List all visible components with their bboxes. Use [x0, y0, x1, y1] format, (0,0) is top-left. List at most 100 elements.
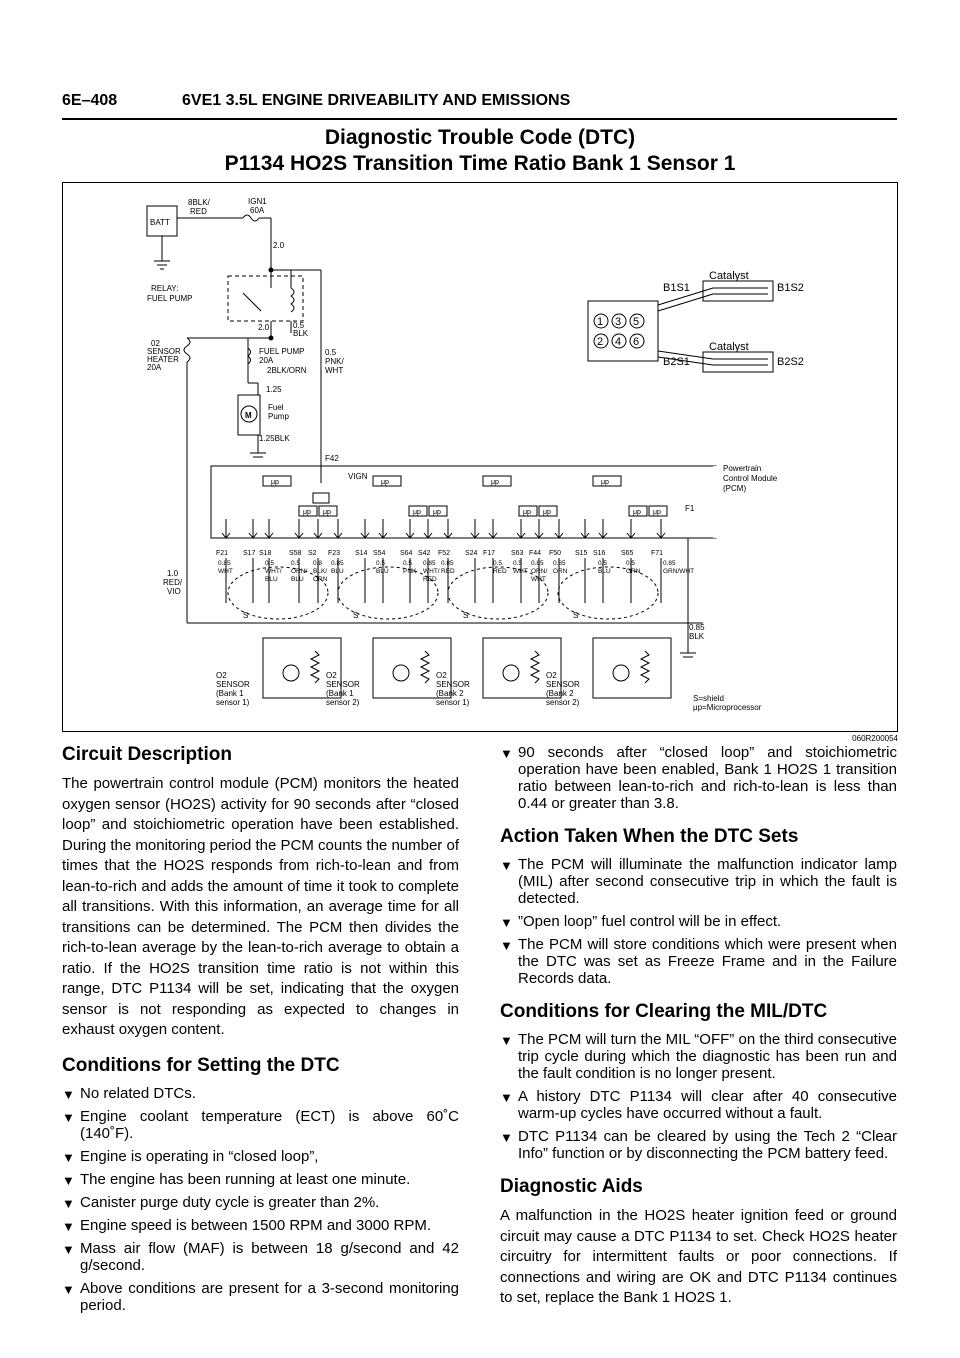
- pin-arrow: [584, 532, 590, 539]
- wire-label: WHT: [531, 576, 546, 583]
- o2-heater-element: [309, 650, 321, 684]
- o2-sensor-label: (Bank 2: [436, 689, 464, 698]
- wire-label: 0.85: [553, 560, 566, 567]
- pin-arrow: [516, 532, 522, 539]
- section-title: 6VE1 3.5L ENGINE DRIVEABILITY AND EMISSI…: [182, 92, 571, 109]
- microprocessor-label: μp: [543, 509, 551, 516]
- vign-label: VIGN: [348, 472, 368, 481]
- list-item: Above conditions are present for a 3-sec…: [62, 1280, 459, 1314]
- page-header: 6E–408 6VE1 3.5L ENGINE DRIVEABILITY AND…: [62, 92, 897, 120]
- microprocessor-box: [428, 505, 448, 517]
- pcm-label: (PCM): [723, 484, 746, 493]
- pin-arrow: [317, 532, 323, 539]
- relay-label: FUEL PUMP: [147, 294, 193, 303]
- list-item: The PCM will turn the MIL “OFF” on the t…: [500, 1031, 897, 1082]
- cylinder-label: 6: [633, 336, 639, 348]
- list-item: Canister purge duty cycle is greater tha…: [62, 1194, 459, 1212]
- pin-arrow: [474, 532, 480, 539]
- setting-conditions-list: No related DTCs. Engine coolant temperat…: [62, 1085, 459, 1314]
- pin-arrow: [656, 532, 662, 539]
- microprocessor-label: μp: [601, 479, 609, 486]
- microprocessor-label: μp: [303, 509, 311, 516]
- ign1-fuse: [242, 214, 260, 222]
- wire-label: WHT/: [423, 568, 440, 575]
- wire-label: 0.5: [513, 560, 522, 567]
- diagnostic-aids-heading: Diagnostic Aids: [500, 1176, 643, 1197]
- wire-label: BLK/: [313, 568, 327, 575]
- o2-sensor-label: SENSOR: [546, 680, 580, 689]
- wire-label: BLU: [598, 568, 611, 575]
- microprocessor-box: [372, 475, 402, 487]
- wire-label: 0.5: [325, 348, 337, 357]
- batt-label: BATT: [150, 218, 170, 227]
- wire-label: WHT: [218, 568, 233, 575]
- pin-label: S14: [355, 550, 368, 557]
- fuel-pump-relay: [227, 275, 304, 322]
- o2-heater-label: 20A: [147, 363, 162, 372]
- microprocessor-label: μp: [323, 509, 331, 516]
- pin-arrow: [427, 532, 433, 539]
- microprocessor-label: μp: [491, 479, 499, 486]
- pin-label: F44: [529, 550, 541, 557]
- pin-arrow: [520, 532, 526, 539]
- pin-arrow: [382, 532, 388, 539]
- pin-arrow: [378, 532, 384, 539]
- cylinder-label: 4: [615, 336, 621, 348]
- catalyst-label: Catalyst: [709, 270, 749, 282]
- wire-label: RED/: [163, 578, 183, 587]
- pin-arrow: [264, 532, 270, 539]
- pin-arrow: [252, 532, 258, 539]
- wire-label: 0.5: [493, 560, 502, 567]
- pin-label: F71: [651, 550, 663, 557]
- pin-arrow: [221, 532, 227, 539]
- o2-heater-label: HEATER: [147, 355, 179, 364]
- figure-id: 060R200054: [852, 734, 898, 743]
- o2-heater-element: [419, 650, 431, 684]
- o2-sensor-label: (Bank 2: [546, 689, 574, 698]
- pin-arrow: [225, 532, 231, 539]
- pin-arrow: [405, 532, 411, 539]
- pin-arrow: [360, 532, 366, 539]
- microprocessor-box: [408, 505, 428, 517]
- o2-sensor-element: [612, 664, 630, 682]
- ign1-label: IGN1: [248, 197, 267, 206]
- pcm-box: [210, 465, 717, 539]
- o2-sensor-box: [482, 637, 562, 699]
- microprocessor-label: μp: [381, 479, 389, 486]
- microprocessor-box: [518, 505, 538, 517]
- wire-label: ORN/: [291, 568, 307, 575]
- o2-sensor-label: O2: [546, 671, 557, 680]
- pin-label: F21: [216, 550, 228, 557]
- shield-label: S: [353, 611, 358, 620]
- f1-label: F1: [685, 504, 695, 513]
- pin-label: S24: [465, 550, 478, 557]
- catalyst-label: Catalyst: [709, 341, 749, 353]
- list-item: Engine speed is between 1500 RPM and 300…: [62, 1217, 459, 1235]
- pin-label: F17: [483, 550, 495, 557]
- microprocessor-label: μp: [433, 509, 441, 516]
- b2s1-label: B2S1: [663, 356, 690, 368]
- o2-sensor-box: [592, 637, 672, 699]
- pin-arrow: [626, 532, 632, 539]
- circuit-description-heading: Circuit Description: [62, 744, 232, 765]
- pin-arrow: [298, 532, 304, 539]
- wire-label: 0.8: [313, 560, 322, 567]
- action-taken-heading: Action Taken When the DTC Sets: [500, 826, 799, 847]
- wire-label: 0.85: [663, 560, 676, 567]
- list-item: 90 seconds after “closed loop” and stoic…: [500, 744, 897, 812]
- wire-label: 8BLK/: [188, 198, 211, 207]
- wire-label: ORN/: [531, 568, 547, 575]
- left-column: Circuit Description The powertrain contr…: [62, 744, 459, 1320]
- fuel-pump-label: Fuel: [268, 403, 284, 412]
- wire-label: WHT: [513, 568, 528, 575]
- pin-arrow: [337, 532, 343, 539]
- o2-sensor-label: sensor 1): [436, 698, 470, 707]
- o2-sensor-label: (Bank 1: [216, 689, 244, 698]
- wire-label: 2.0: [258, 323, 270, 332]
- wire-label: 0.5: [403, 560, 412, 567]
- relay-label: RELAY:: [151, 284, 178, 293]
- o2-sensor-box: [262, 637, 342, 699]
- pin-arrow: [558, 532, 564, 539]
- wire-label: 2.0: [273, 241, 285, 250]
- microprocessor-label: μp: [653, 509, 661, 516]
